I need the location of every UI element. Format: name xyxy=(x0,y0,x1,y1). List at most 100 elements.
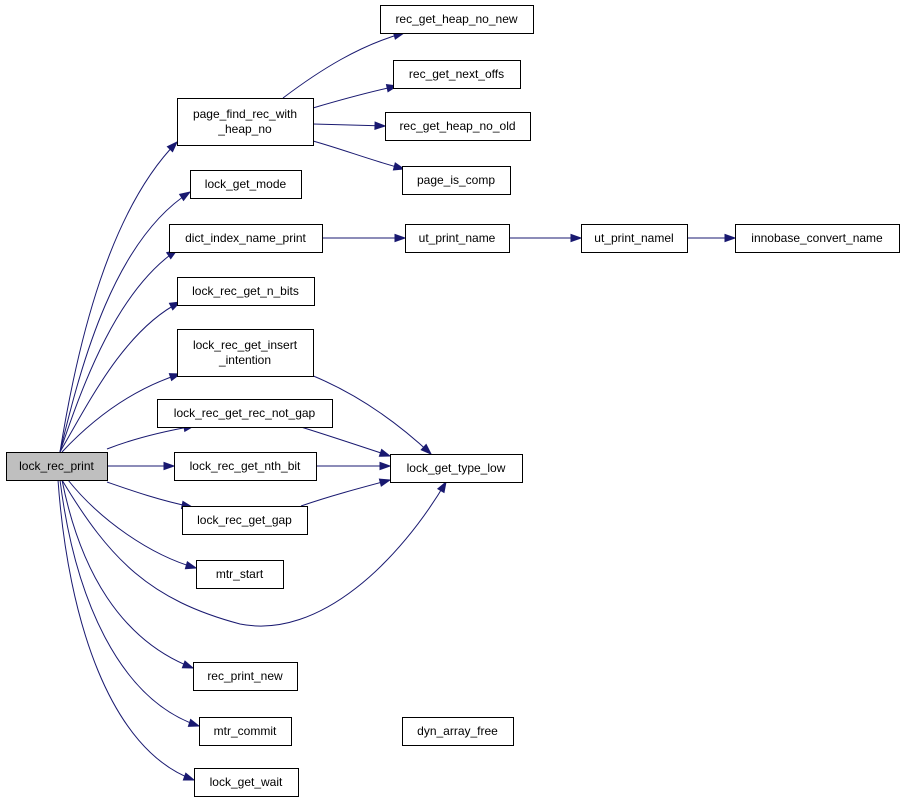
edge-line xyxy=(300,426,391,457)
node-page-find-rec-with-heap-no[interactable]: page_find_rec_with_heap_no xyxy=(177,98,314,146)
node-box[interactable] xyxy=(385,112,531,141)
function-nodes: lock_rec_print page_find_rec_with_heap_no… xyxy=(6,5,900,797)
node-dyn-array-free[interactable]: dyn_array_free xyxy=(402,717,514,746)
node-label: page_is_comp xyxy=(417,173,495,187)
edge-lock_rec_print-to-page_find_rec_with_heap_no xyxy=(59,140,179,453)
node-rec-print-new[interactable]: rec_print_new xyxy=(193,662,298,691)
arrowhead xyxy=(166,140,179,153)
node-label: ut_print_namel xyxy=(594,231,673,245)
node-dict-index-name-print[interactable]: dict_index_name_print xyxy=(169,224,323,253)
arrowhead xyxy=(178,191,192,202)
node-box[interactable] xyxy=(190,170,302,199)
node-label: lock_rec_get_rec_not_gap xyxy=(174,406,316,420)
node-lock-get-type-low[interactable]: lock_get_type_low xyxy=(390,454,523,483)
edge-line xyxy=(310,374,432,455)
node-ut-print-name[interactable]: ut_print_name xyxy=(405,224,510,253)
node-box[interactable] xyxy=(581,224,688,253)
node-label: lock_get_type_low xyxy=(407,461,506,475)
arrowhead xyxy=(187,718,201,727)
edge-page_find_rec_with_heap_no-to-page_is_comp xyxy=(312,140,406,171)
node-rec-get-next-offs[interactable]: rec_get_next_offs xyxy=(393,60,521,89)
node-box[interactable] xyxy=(199,717,292,746)
node-rec-get-heap-no-old[interactable]: rec_get_heap_no_old xyxy=(385,112,531,141)
arrowhead xyxy=(184,560,198,570)
node-box[interactable] xyxy=(177,98,314,146)
node-label: rec_get_next_offs xyxy=(409,67,504,81)
node-mtr-commit[interactable]: mtr_commit xyxy=(199,717,292,746)
node-box[interactable] xyxy=(402,166,511,195)
node-box[interactable] xyxy=(393,60,521,89)
edge-lock_rec_print-to-lock_rec_get_nth_bit xyxy=(107,461,176,471)
node-box[interactable] xyxy=(196,560,284,589)
edge-line xyxy=(67,479,197,569)
node-label: rec_get_heap_no_old xyxy=(399,119,515,133)
node-lock-rec-print[interactable]: lock_rec_print xyxy=(6,452,108,481)
edge-line xyxy=(59,249,178,453)
node-label: lock_get_mode xyxy=(205,177,287,191)
arrowhead xyxy=(394,233,407,243)
node-box[interactable] xyxy=(157,399,333,428)
node-page-is-comp[interactable]: page_is_comp xyxy=(402,166,511,195)
arrowhead xyxy=(379,461,392,471)
node-lock-get-wait[interactable]: lock_get_wait xyxy=(194,768,299,797)
node-mtr-start[interactable]: mtr_start xyxy=(196,560,284,589)
node-lock-rec-get-nth-bit[interactable]: lock_rec_get_nth_bit xyxy=(174,452,317,481)
node-rec-get-heap-no-new[interactable]: rec_get_heap_no_new xyxy=(380,5,534,34)
node-label: dyn_array_free xyxy=(417,724,498,738)
node-label: _intention xyxy=(218,353,271,367)
edge-line xyxy=(106,425,195,450)
edge-line xyxy=(59,301,181,453)
node-box[interactable] xyxy=(6,452,108,481)
edge-lock_rec_print-to-mtr_commit xyxy=(59,479,201,727)
node-label: innobase_convert_name xyxy=(751,231,883,245)
edge-lock_rec_get_rec_not_gap-to-lock_get_type_low xyxy=(300,426,392,457)
edge-line xyxy=(282,32,405,99)
node-box[interactable] xyxy=(194,768,299,797)
node-box[interactable] xyxy=(177,277,315,306)
node-box[interactable] xyxy=(390,454,523,483)
edge-line xyxy=(312,85,398,109)
arrowhead xyxy=(392,162,406,171)
arrowhead xyxy=(724,233,737,243)
node-box[interactable] xyxy=(735,224,900,253)
edge-lock_rec_print-to-lock_get_wait xyxy=(57,479,196,781)
arrowhead xyxy=(181,660,195,669)
node-lock-rec-get-n-bits[interactable]: lock_rec_get_n_bits xyxy=(177,277,315,306)
node-box[interactable] xyxy=(405,224,510,253)
edge-lock_rec_print-to-rec_print_new xyxy=(61,479,195,669)
node-label: lock_rec_get_nth_bit xyxy=(190,459,301,473)
node-innobase-convert-name[interactable]: innobase_convert_name xyxy=(735,224,900,253)
node-box[interactable] xyxy=(169,224,323,253)
edge-dict_index_name_print-to-ut_print_name xyxy=(322,233,407,243)
node-box[interactable] xyxy=(182,506,308,535)
node-label: dict_index_name_print xyxy=(185,231,306,245)
arrowhead xyxy=(378,478,392,487)
node-label: page_find_rec_with xyxy=(193,107,297,121)
node-ut-print-namel[interactable]: ut_print_namel xyxy=(581,224,688,253)
edge-lock_rec_get_insert_intention-to-lock_get_type_low xyxy=(310,374,433,456)
edge-ut_print_name-to-ut_print_namel xyxy=(509,233,583,243)
edge-line xyxy=(312,123,386,127)
node-box[interactable] xyxy=(402,717,514,746)
node-box[interactable] xyxy=(177,329,314,377)
node-lock-rec-get-rec-not-gap[interactable]: lock_rec_get_rec_not_gap xyxy=(157,399,333,428)
node-label: rec_get_heap_no_new xyxy=(395,12,517,26)
node-label: mtr_commit xyxy=(214,724,277,738)
node-label: lock_rec_print xyxy=(19,459,94,473)
node-box[interactable] xyxy=(193,662,298,691)
call-edges xyxy=(57,31,737,781)
node-box[interactable] xyxy=(380,5,534,34)
edge-ut_print_namel-to-innobase_convert_name xyxy=(687,233,737,243)
edge-page_find_rec_with_heap_no-to-rec_get_heap_no_old xyxy=(312,121,387,131)
node-box[interactable] xyxy=(174,452,317,481)
edge-lock_rec_get_nth_bit-to-lock_get_type_low xyxy=(316,461,392,471)
arrowhead xyxy=(163,461,176,471)
arrowhead xyxy=(420,443,433,456)
edge-line xyxy=(61,373,181,453)
node-label: lock_rec_get_gap xyxy=(197,513,292,527)
node-lock-get-mode[interactable]: lock_get_mode xyxy=(190,170,302,199)
node-lock-rec-get-gap[interactable]: lock_rec_get_gap xyxy=(182,506,308,535)
node-label: mtr_start xyxy=(216,567,264,581)
node-lock-rec-get-insert-intention[interactable]: lock_rec_get_insert_intention xyxy=(177,329,314,377)
